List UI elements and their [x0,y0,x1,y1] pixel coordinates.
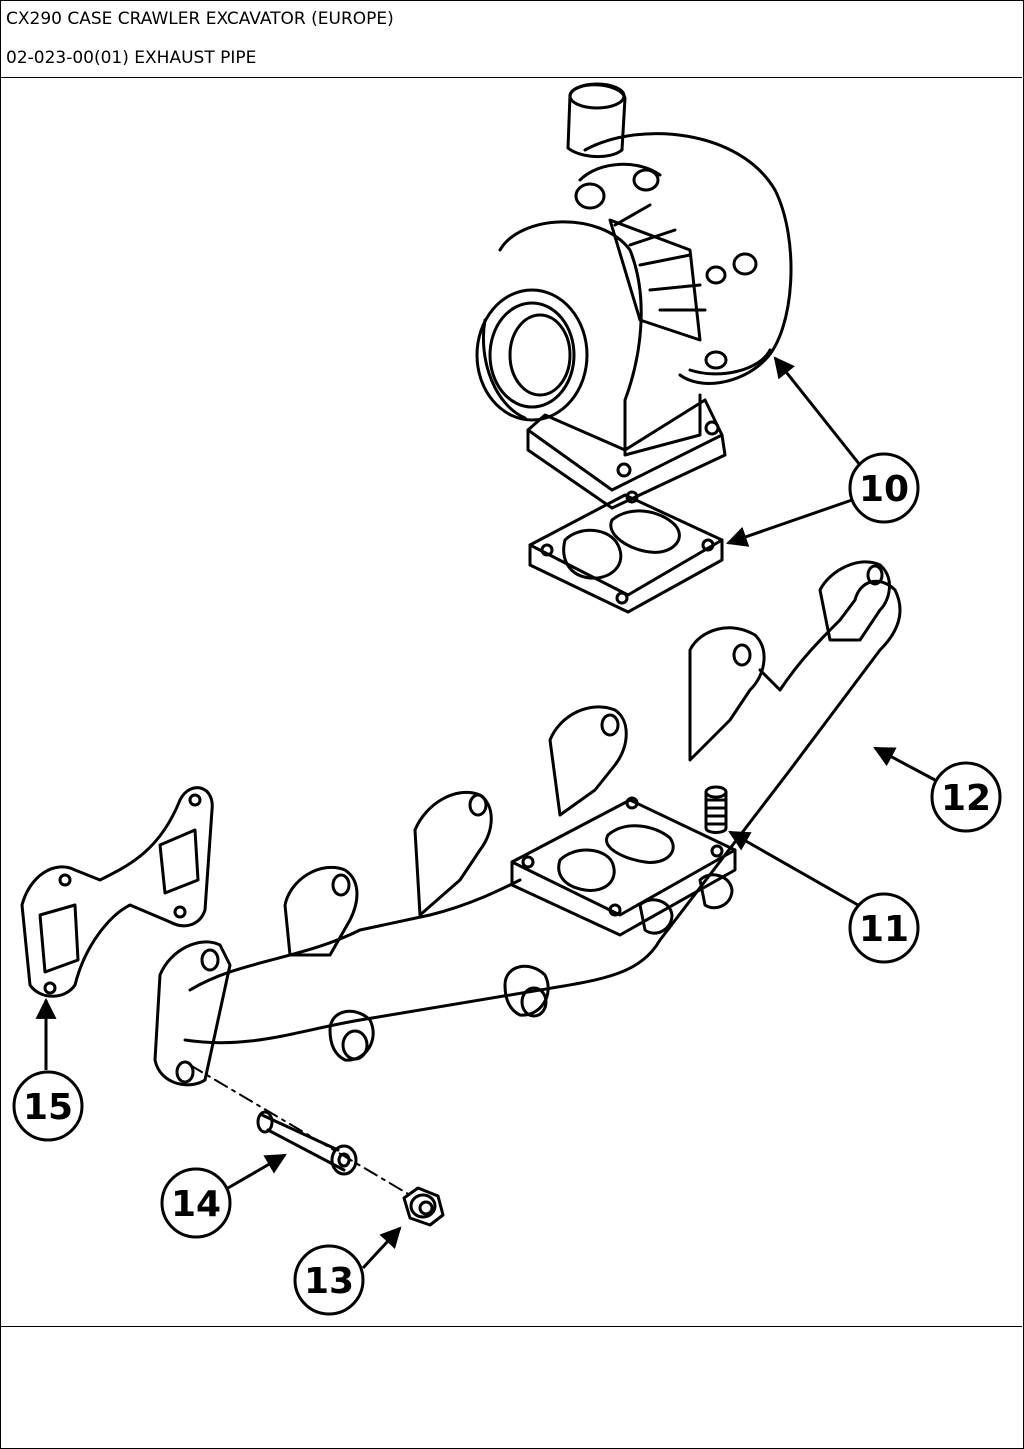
spacer-drawing [256,1110,358,1176]
document-title: CX290 CASE CRAWLER EXCAVATOR (EUROPE) [6,9,394,29]
callout-12-label: 12 [941,778,991,819]
turbo-gasket-drawing [528,490,724,614]
manifold-gasket-drawing [20,786,214,998]
callout-13: 13 [293,1244,365,1316]
stud-drawing [704,785,728,834]
callout-11-label: 11 [859,909,909,950]
callout-15-label: 15 [23,1087,73,1128]
leader-arrows [35,356,936,1270]
callout-11: 11 [848,892,920,964]
callout-14-label: 14 [171,1184,221,1225]
callout-15: 15 [12,1070,84,1142]
exploded-parts-diagram: 10 11 12 13 14 15 [12,82,1002,1316]
callout-10-label: 10 [859,469,909,510]
nut-drawing [402,1186,445,1227]
callout-14: 14 [160,1167,232,1239]
callout-13-label: 13 [304,1261,354,1302]
turbocharger-drawing [475,82,793,510]
footer-divider [0,1326,1022,1327]
section-subtitle: 02-023-00(01) EXHAUST PIPE [6,48,257,68]
callout-12: 12 [930,761,1002,833]
exhaust-manifold-drawing [153,560,902,1087]
callout-10: 10 [848,452,920,524]
header-divider [0,77,1022,78]
